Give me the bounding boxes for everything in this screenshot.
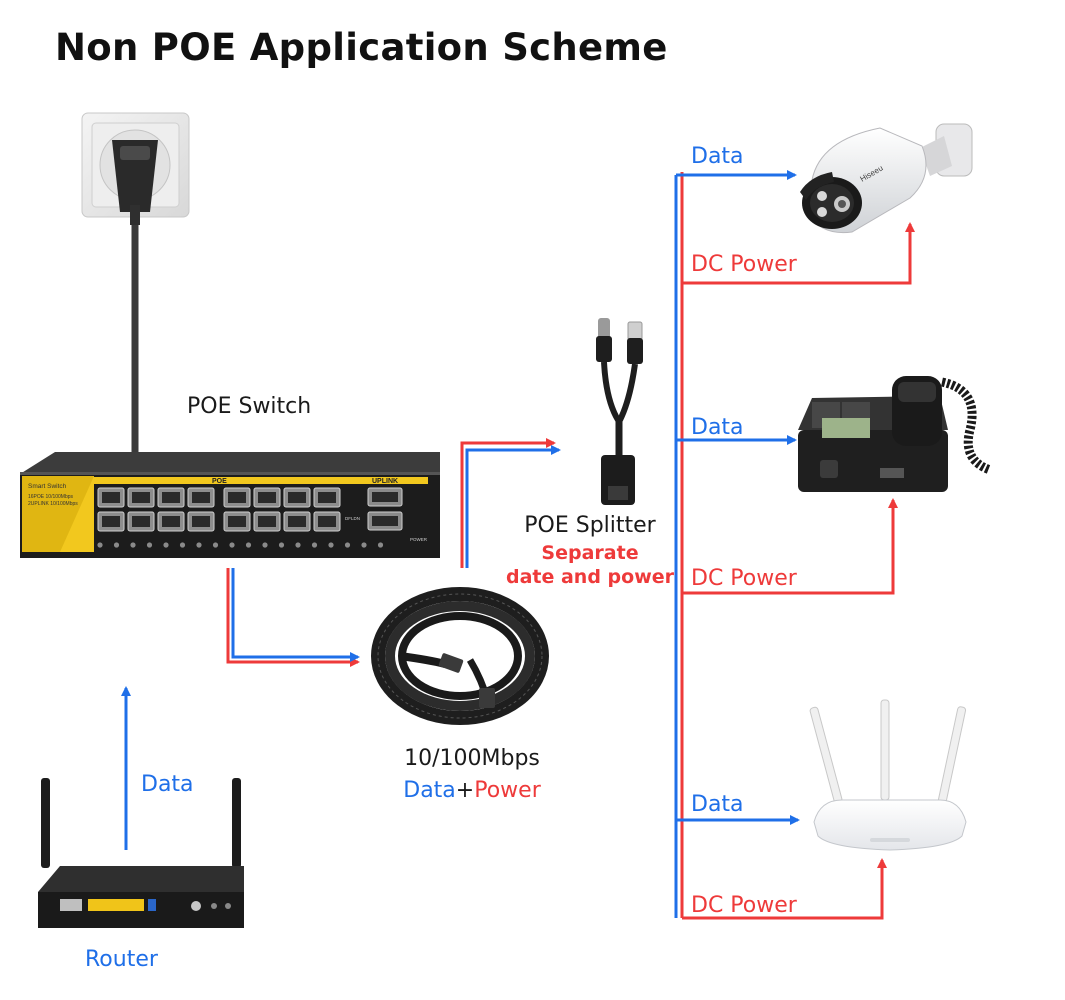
switch-spec-text: 16POE 10/100Mbps xyxy=(28,494,74,500)
poe-port-socket xyxy=(258,492,276,503)
poe-port-socket xyxy=(132,492,150,503)
phone-power-label: DC Power xyxy=(691,566,797,591)
status-led xyxy=(311,542,318,548)
status-led xyxy=(113,542,120,548)
poe-port-socket xyxy=(228,492,246,503)
ap-data-label: Data xyxy=(691,792,744,817)
ip-camera-icon xyxy=(800,123,973,234)
uplink-port-label: UPLINK xyxy=(372,478,398,485)
poe-splitter-icon xyxy=(596,318,643,505)
page-title: Non POE Application Scheme xyxy=(55,26,668,69)
poe-port-socket xyxy=(132,516,150,527)
poe-port-socket xyxy=(192,516,210,527)
status-led xyxy=(229,542,235,548)
status-led xyxy=(97,542,103,548)
status-led xyxy=(245,542,252,548)
status-led xyxy=(179,542,186,548)
poe-port-socket xyxy=(162,492,180,503)
flow-lines xyxy=(121,170,915,920)
switch-label: POE Switch xyxy=(187,394,312,419)
network-switch-icon xyxy=(20,452,440,558)
switch-power-label: POWER xyxy=(410,537,428,542)
poe-port-socket xyxy=(288,516,306,527)
cable-data-text: Data xyxy=(403,778,456,803)
power-outlet-icon xyxy=(81,112,190,225)
status-led xyxy=(163,542,169,548)
poe-port-socket xyxy=(318,516,336,527)
switch-brand-text: Smart Switch xyxy=(28,483,67,490)
router-label: Router xyxy=(85,947,158,972)
ip-phone-icon xyxy=(798,376,992,492)
status-led xyxy=(344,542,351,548)
status-led xyxy=(328,542,334,548)
router-icon xyxy=(38,778,244,928)
status-led-row xyxy=(97,542,384,548)
status-led xyxy=(212,542,219,548)
cable-data-power-label: Data+Power xyxy=(372,778,572,803)
cable-plus-text: + xyxy=(455,778,475,803)
switch-button-label: DFLDN xyxy=(345,516,360,521)
poe-port-socket xyxy=(288,492,306,503)
switch-uplink-spec-text: 2UPLINK 10/100Mbps xyxy=(28,501,78,507)
poe-port-socket xyxy=(192,492,210,503)
poe-port-socket xyxy=(102,516,120,527)
poe-port-block xyxy=(97,487,341,532)
status-led xyxy=(130,542,136,548)
splitter-note-line2: date and power xyxy=(505,566,675,588)
ethernet-cable-coil-icon xyxy=(371,587,549,725)
poe-port-label: POE xyxy=(212,478,227,485)
poe-port-socket xyxy=(162,516,180,527)
router-data-label: Data xyxy=(141,772,194,797)
status-led xyxy=(377,542,384,548)
status-led xyxy=(278,542,285,548)
cable-speed-label: 10/100Mbps xyxy=(404,746,540,771)
camera-power-label: DC Power xyxy=(691,252,797,277)
poe-port-socket xyxy=(102,492,120,503)
status-led xyxy=(295,542,301,548)
camera-data-label: Data xyxy=(691,144,744,169)
poe-port-socket xyxy=(228,516,246,527)
status-led xyxy=(196,542,202,548)
status-led xyxy=(146,542,153,548)
splitter-label: POE Splitter xyxy=(524,513,656,538)
phone-data-label: Data xyxy=(691,415,744,440)
poe-port-socket xyxy=(318,492,336,503)
cable-power-text: Power xyxy=(474,778,541,803)
wireless-ap-icon xyxy=(809,699,967,851)
ap-power-label: DC Power xyxy=(691,893,797,918)
status-led xyxy=(262,542,268,548)
status-led xyxy=(361,542,367,548)
poe-port-socket xyxy=(258,516,276,527)
splitter-note-line1: Separate xyxy=(541,542,639,564)
